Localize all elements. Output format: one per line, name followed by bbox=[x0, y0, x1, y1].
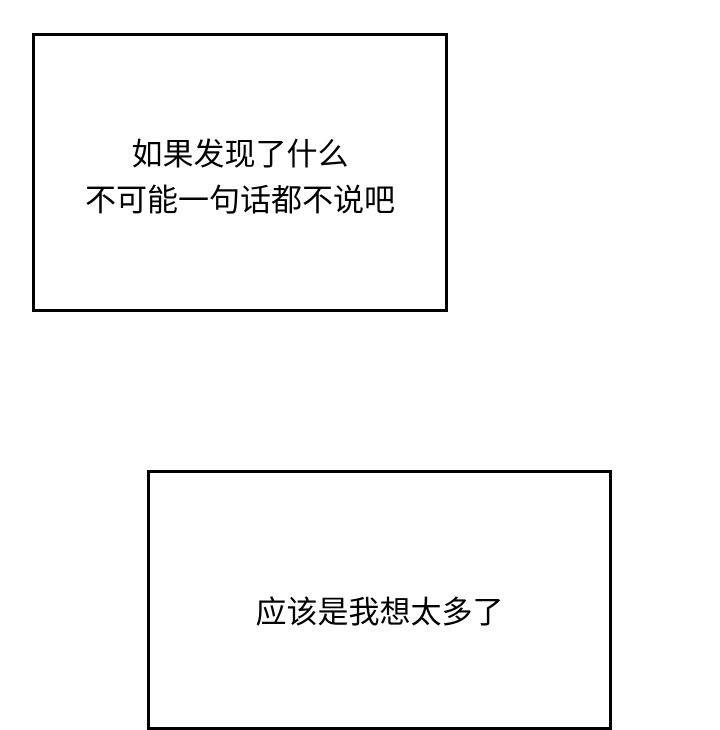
caption-line: 应该是我想太多了 bbox=[255, 595, 504, 631]
comic-panel-2: 应该是我想太多了 bbox=[147, 470, 612, 730]
comic-panel-1: 如果发现了什么 不可能一句话都不说吧 bbox=[32, 33, 448, 312]
caption-line: 不可能一句话都不说吧 bbox=[85, 183, 395, 219]
caption-text-1: 如果发现了什么 不可能一句话都不说吧 bbox=[35, 132, 445, 224]
caption-text-2: 应该是我想太多了 bbox=[150, 590, 609, 636]
caption-line: 如果发现了什么 bbox=[131, 137, 349, 173]
